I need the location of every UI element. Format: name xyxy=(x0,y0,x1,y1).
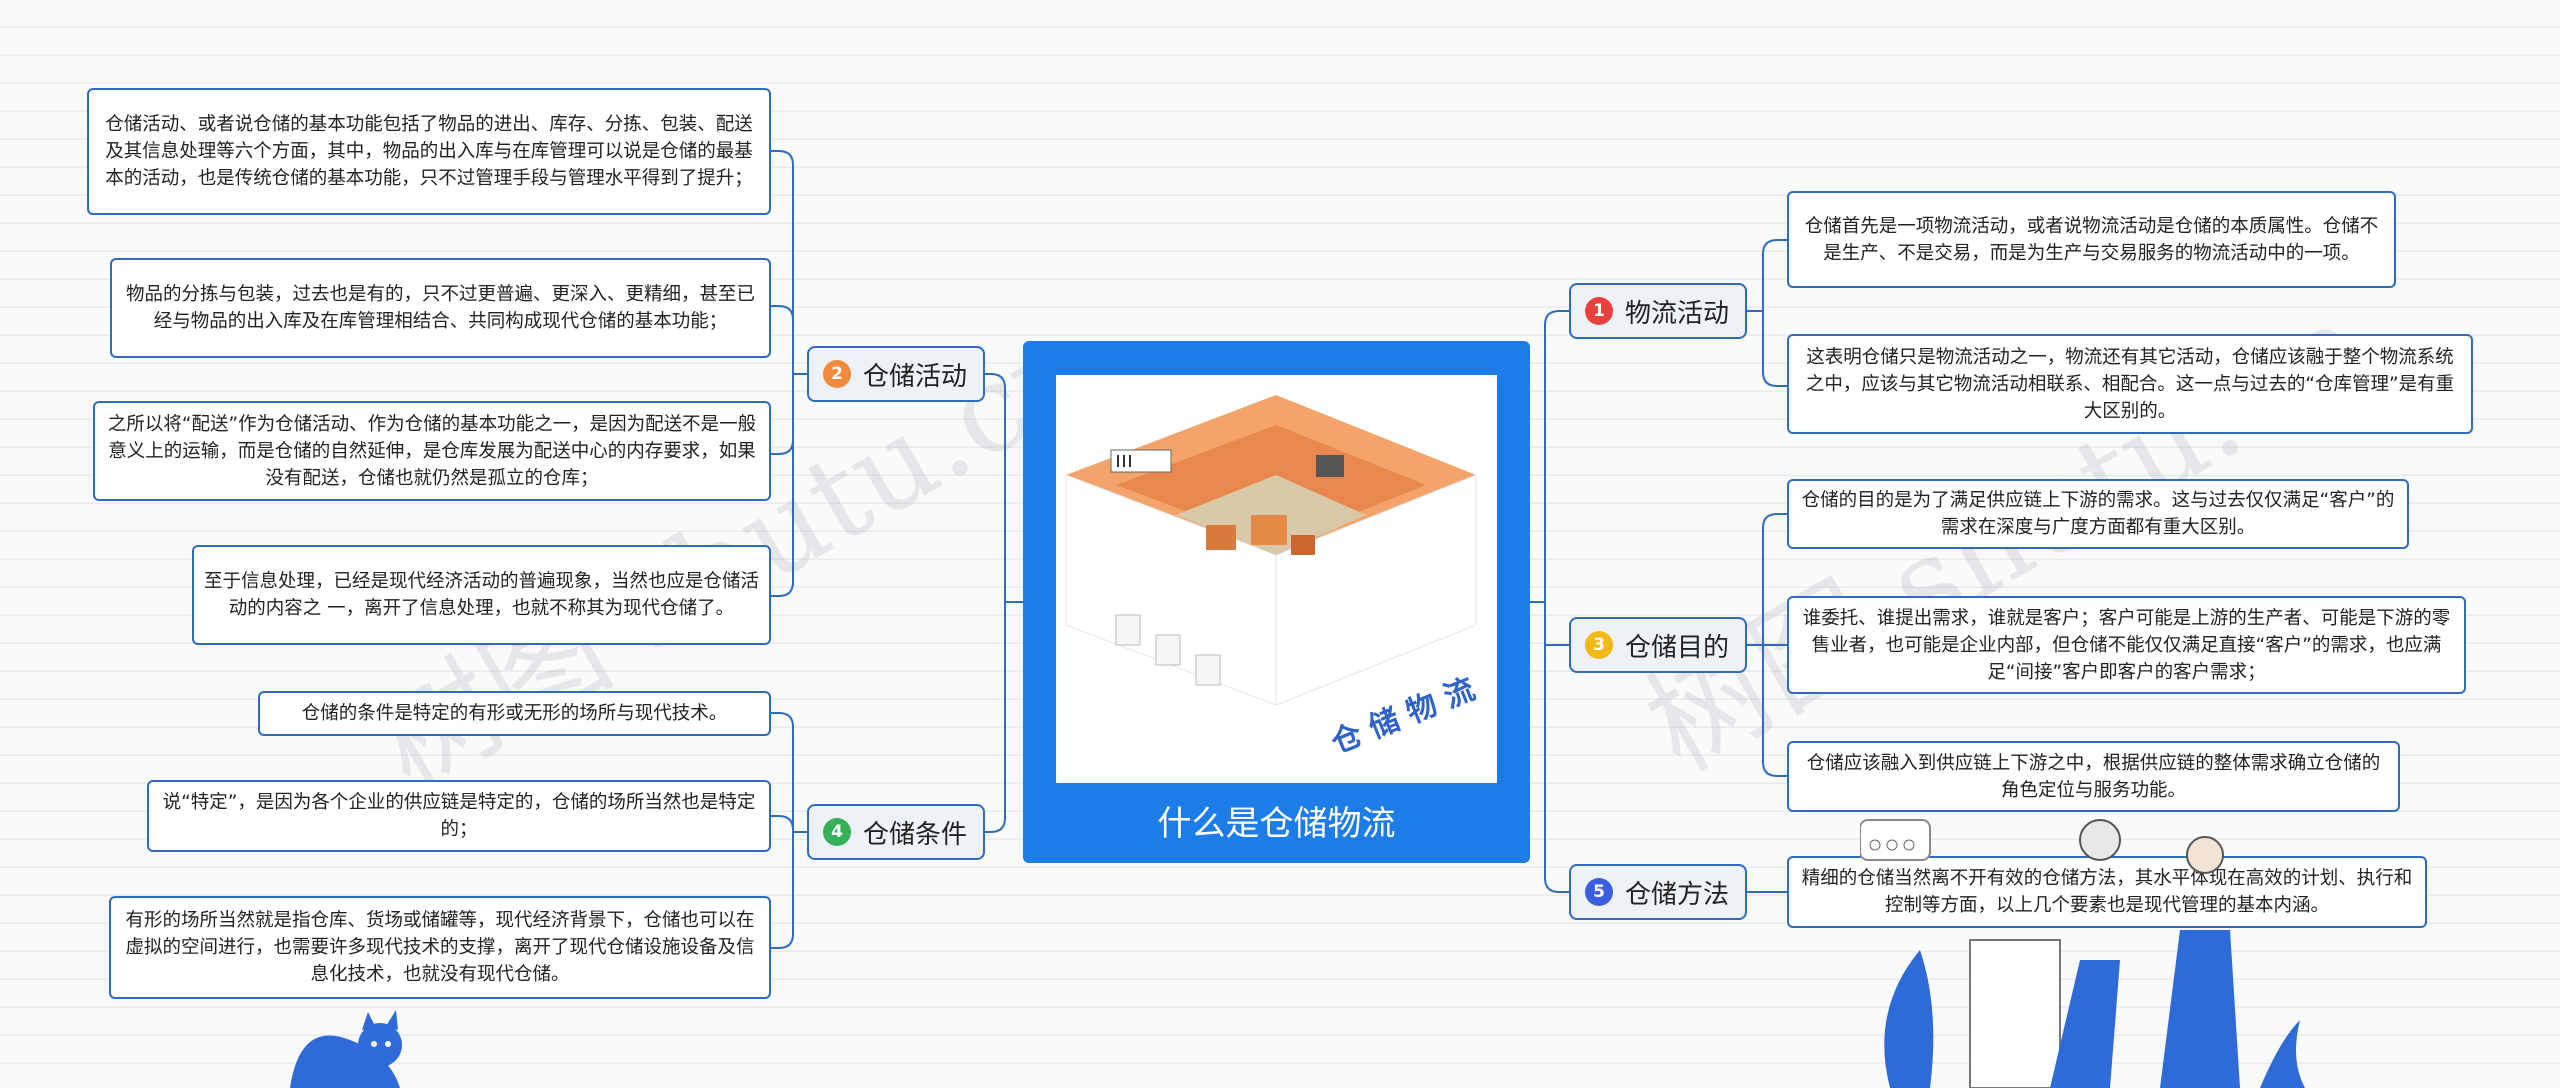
link-center-t1 xyxy=(1530,311,1569,602)
topic-3[interactable]: 3 仓储目的 xyxy=(1569,617,1747,673)
center-node[interactable]: 仓 储 物 流 什么是仓储物流 xyxy=(1023,341,1530,863)
topic-1[interactable]: 1 物流活动 xyxy=(1569,283,1747,339)
badge-3: 3 xyxy=(1585,631,1613,659)
people-illustration xyxy=(1860,810,2310,1088)
badge-1: 1 xyxy=(1585,297,1613,325)
leaf-2-1[interactable]: 仓储活动、或者说仓储的基本功能包括了物品的进出、库存、分拣、包装、配送及其信息处… xyxy=(87,88,771,215)
leaf-2-4[interactable]: 至于信息处理，已经是现代经济活动的普遍现象，当然也应是仓储活动的内容之 一，离开… xyxy=(192,545,771,645)
link-center-t4 xyxy=(985,602,1005,832)
link-t1-leaves xyxy=(1747,240,1787,386)
center-title: 什么是仓储物流 xyxy=(1023,796,1530,845)
topic-2[interactable]: 2 仓储活动 xyxy=(807,346,985,402)
badge-4: 4 xyxy=(823,818,851,846)
cat-illustration xyxy=(270,1000,420,1088)
link-t3-leaves xyxy=(1747,514,1787,776)
topic-4[interactable]: 4 仓储条件 xyxy=(807,804,985,860)
badge-2: 2 xyxy=(823,360,851,388)
link-center-t3 xyxy=(1545,602,1569,645)
leaf-4-2[interactable]: 说“特定”，是因为各个企业的供应链是特定的，仓储的场所当然也是特定的； xyxy=(147,780,771,852)
link-t2-leaves xyxy=(771,151,807,596)
leaf-4-3[interactable]: 有形的场所当然就是指仓库、货场或储罐等，现代经济背景下，仓储也可以在虚拟的空间进… xyxy=(109,896,771,999)
warehouse-illustration: 仓 储 物 流 xyxy=(1056,375,1497,783)
link-center-t2 xyxy=(985,374,1023,602)
leaf-2-2[interactable]: 物品的分拣与包装，过去也是有的，只不过更普遍、更深入、更精细，甚至已经与物品的出… xyxy=(110,258,771,358)
leaf-3-1[interactable]: 仓储的目的是为了满足供应链上下游的需求。这与过去仅仅满足“客户”的需求在深度与广… xyxy=(1787,479,2409,549)
topic-4-label: 仓储条件 xyxy=(863,814,967,851)
topic-5[interactable]: 5 仓储方法 xyxy=(1569,864,1747,920)
link-t4-leaves xyxy=(771,713,807,948)
leaf-4-1[interactable]: 仓储的条件是特定的有形或无形的场所与现代技术。 xyxy=(258,691,771,736)
badge-5: 5 xyxy=(1585,878,1613,906)
leaf-1-1[interactable]: 仓储首先是一项物流活动，或者说物流活动是仓储的本质属性。仓储不是生产、不是交易，… xyxy=(1787,191,2396,288)
topic-3-label: 仓储目的 xyxy=(1625,627,1729,664)
leaf-3-3[interactable]: 仓储应该融入到供应链上下游之中，根据供应链的整体需求确立仓储的角色定位与服务功能… xyxy=(1787,741,2400,812)
topic-1-label: 物流活动 xyxy=(1625,293,1729,330)
leaf-2-3[interactable]: 之所以将“配送”作为仓储活动、作为仓储的基本功能之一，是因为配送不是一般意义上的… xyxy=(93,401,771,501)
topic-2-label: 仓储活动 xyxy=(863,356,967,393)
image-caption: 仓 储 物 流 xyxy=(1326,672,1479,761)
leaf-1-2[interactable]: 这表明仓储只是物流活动之一，物流还有其它活动，仓储应该融于整个物流系统之中，应该… xyxy=(1787,334,2473,434)
topic-5-label: 仓储方法 xyxy=(1625,874,1729,911)
leaf-3-2[interactable]: 谁委托、谁提出需求，谁就是客户；客户可能是上游的生产者、可能是下游的零售业者，也… xyxy=(1787,596,2466,694)
